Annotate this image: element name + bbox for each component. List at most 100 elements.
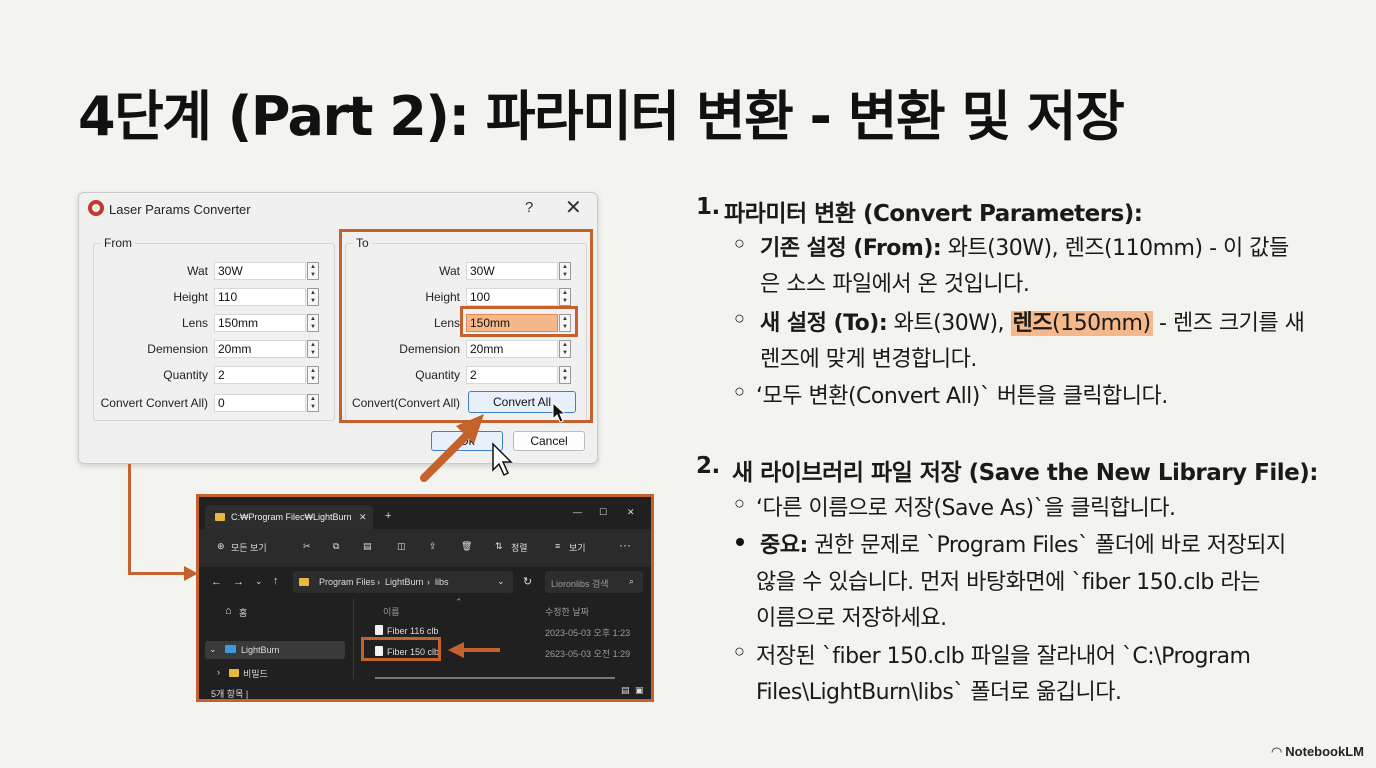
tab-title: C:₩Program Filec₩LightBurn xyxy=(231,512,352,522)
close-icon[interactable]: ✕ xyxy=(565,197,582,219)
to-lens-spinner[interactable]: ▲▼ xyxy=(559,314,571,332)
column-header-modified[interactable]: 수정한 날짜 xyxy=(545,607,589,617)
cut-icon[interactable]: ✂ xyxy=(303,541,311,551)
section-2-bullet-3-cont: Files\LightBurn\libs` 폴더로 옮깁니다. xyxy=(756,680,1122,705)
tiles-view-icon[interactable]: ▣ xyxy=(635,685,644,695)
to-group-highlight xyxy=(339,229,593,423)
to-dimension-label: Demension xyxy=(399,342,460,356)
section-2-bullet-2-cont-1: 않을 수 있습니다. 먼저 바탕화면에 `fiber 150.clb 라는 xyxy=(756,570,1260,595)
to-group: To Wat 30W ▲▼ Height 100 ▲▼ Lens 150mm ▲… xyxy=(345,236,587,421)
rename-icon[interactable]: ◫ xyxy=(397,541,406,551)
sort-caret-icon: ⌃ xyxy=(455,597,463,607)
important-text: 권한 문제로 `Program Files` 폴더에 바로 저장되지 xyxy=(807,533,1286,558)
pane-divider xyxy=(353,599,354,679)
back-icon[interactable]: ← xyxy=(211,576,222,588)
pointer-arrow xyxy=(420,414,484,482)
help-button[interactable]: ? xyxy=(525,199,534,216)
to-quantity-spinner[interactable]: ▲▼ xyxy=(559,366,571,384)
to-wat-spinner[interactable]: ▲▼ xyxy=(559,262,571,280)
sidebar-item-sub[interactable]: 비밀드 xyxy=(243,669,268,679)
to-height-spinner[interactable]: ▲▼ xyxy=(559,288,571,306)
to-lens-field[interactable]: 150mm xyxy=(466,314,558,332)
from-lens-spinner[interactable]: ▲▼ xyxy=(307,314,319,332)
sidebar-item-home[interactable]: 홈 xyxy=(239,608,248,618)
chevron-down-icon[interactable]: ⌄ xyxy=(255,576,263,586)
to-wat-field[interactable]: 30W xyxy=(466,262,558,280)
refresh-icon[interactable]: ↻ xyxy=(523,576,533,588)
details-view-icon[interactable]: ▤ xyxy=(621,685,630,695)
from-quantity-field[interactable]: 2 xyxy=(214,366,306,384)
forward-icon[interactable]: → xyxy=(233,576,244,588)
from-lens-field[interactable]: 150mm xyxy=(214,314,306,332)
to-quantity-field[interactable]: 2 xyxy=(466,366,558,384)
from-height-field[interactable]: 110 xyxy=(214,288,306,306)
file-date: 2023-05-03 오후 1:23 xyxy=(545,628,631,638)
section-1-bullet-2-cont: 렌즈에 맞게 변경합니다. xyxy=(760,347,977,372)
folder-icon xyxy=(299,578,309,586)
file-highlight xyxy=(361,637,441,661)
from-quantity-label: Quantity xyxy=(163,368,208,382)
file-name[interactable]: Fiber 150 clb xyxy=(387,647,440,657)
up-icon[interactable]: ↑ xyxy=(273,575,279,587)
horizontal-scrollbar[interactable] xyxy=(375,677,615,679)
paste-icon[interactable]: ▤ xyxy=(363,541,372,551)
from-wat-spinner[interactable]: ▲▼ xyxy=(307,262,319,280)
breadcrumb-libs[interactable]: libs xyxy=(435,577,449,587)
explorer-tab[interactable]: C:₩Program Filec₩LightBurn ✕ xyxy=(205,505,373,529)
from-wat-field[interactable]: 30W xyxy=(214,262,306,280)
new-button[interactable]: 모든 보기 xyxy=(231,543,267,553)
cancel-button[interactable]: Cancel xyxy=(513,431,585,451)
minimize-button[interactable]: — xyxy=(573,507,582,517)
breadcrumb-lightburn[interactable]: LightBurn xyxy=(385,577,424,587)
explorer-toolbar: ⊕ 모든 보기 ✂ ⧉ ▤ ◫ ⇪ 🗑 ⇅ 정렬 ≡ 보기 ··· xyxy=(199,529,651,567)
to-convert-label: Convert(Convert All) xyxy=(351,396,460,410)
new-tab-button[interactable]: + xyxy=(385,510,392,522)
file-name[interactable]: Fiber 116 clb xyxy=(387,626,439,636)
delete-icon[interactable]: 🗑 xyxy=(461,541,473,551)
maximize-button[interactable]: ☐ xyxy=(599,507,608,517)
copy-icon[interactable]: ⧉ xyxy=(333,541,340,551)
from-convert-spinner[interactable]: ▲▼ xyxy=(307,394,319,412)
search-input[interactable]: Lioronlibs 검색 ⌕ xyxy=(545,571,643,593)
column-header-name[interactable]: 이름 xyxy=(383,607,400,617)
chevron-down-icon: ⌄ xyxy=(209,644,217,654)
view-button[interactable]: 보기 xyxy=(569,543,586,553)
monitor-icon xyxy=(225,645,236,653)
from-convert-field[interactable]: 0 xyxy=(214,394,306,412)
from-dimension-field[interactable]: 20mm xyxy=(214,340,306,358)
from-dimension-label: Demension xyxy=(147,342,208,356)
section-2-bullet-3: 저장된 `fiber 150.clb 파일을 잘라내어 `C:\Program xyxy=(756,644,1251,669)
new-icon[interactable]: ⊕ xyxy=(217,541,225,551)
search-icon: ⌕ xyxy=(629,576,635,586)
sort-button[interactable]: 정렬 xyxy=(511,543,528,553)
file-explorer-frame: C:₩Program Filec₩LightBurn ✕ + — ☐ ✕ ⊕ 모… xyxy=(196,494,654,702)
file-icon xyxy=(375,646,383,656)
breadcrumb-program-files[interactable]: Program Files xyxy=(319,577,376,587)
from-dimension-spinner[interactable]: ▲▼ xyxy=(307,340,319,358)
slide-title: 4단계 (Part 2): 파라미터 변환 - 변환 및 저장 xyxy=(78,85,1125,148)
from-quantity-spinner[interactable]: ▲▼ xyxy=(307,366,319,384)
chevron-down-icon[interactable]: ⌄ xyxy=(497,576,505,586)
section-1-bullet-3: ‘모두 변환(Convert All)` 버튼을 클릭합니다. xyxy=(756,384,1168,409)
more-button[interactable]: ··· xyxy=(619,538,631,552)
ok-button[interactable]: Ok xyxy=(431,431,503,451)
section-1-bullet-1: 기존 설정 (From): 와트(30W), 렌즈(110mm) - 이 값들 xyxy=(760,230,1289,262)
convert-all-button[interactable]: Convert All xyxy=(468,391,576,413)
sidebar-item-lightburn[interactable]: ⌄ LightBurn xyxy=(205,641,345,659)
share-icon[interactable]: ⇪ xyxy=(429,541,437,551)
lens-highlight xyxy=(460,306,578,337)
bullet-1-text: 와트(30W), 렌즈(110mm) - 이 값들 xyxy=(941,236,1290,261)
sort-icon[interactable]: ⇅ xyxy=(495,541,503,551)
tab-close-icon[interactable]: ✕ xyxy=(359,512,367,522)
section-2-bullet-1: ‘다른 이름으로 저장(Save As)`을 클릭합니다. xyxy=(756,496,1176,521)
address-bar[interactable]: Program Files › LightBurn › libs ⌄ xyxy=(293,571,513,593)
view-icon[interactable]: ≡ xyxy=(555,541,561,551)
to-dimension-spinner[interactable]: ▲▼ xyxy=(559,340,571,358)
window-close-button[interactable]: ✕ xyxy=(627,507,635,517)
to-dimension-field[interactable]: 20mm xyxy=(466,340,558,358)
chevron-right-icon[interactable]: › xyxy=(217,667,220,677)
to-height-field[interactable]: 100 xyxy=(466,288,558,306)
breadcrumb-sep: › xyxy=(377,577,380,587)
bullet-icon: ○ xyxy=(734,381,745,401)
from-height-spinner[interactable]: ▲▼ xyxy=(307,288,319,306)
